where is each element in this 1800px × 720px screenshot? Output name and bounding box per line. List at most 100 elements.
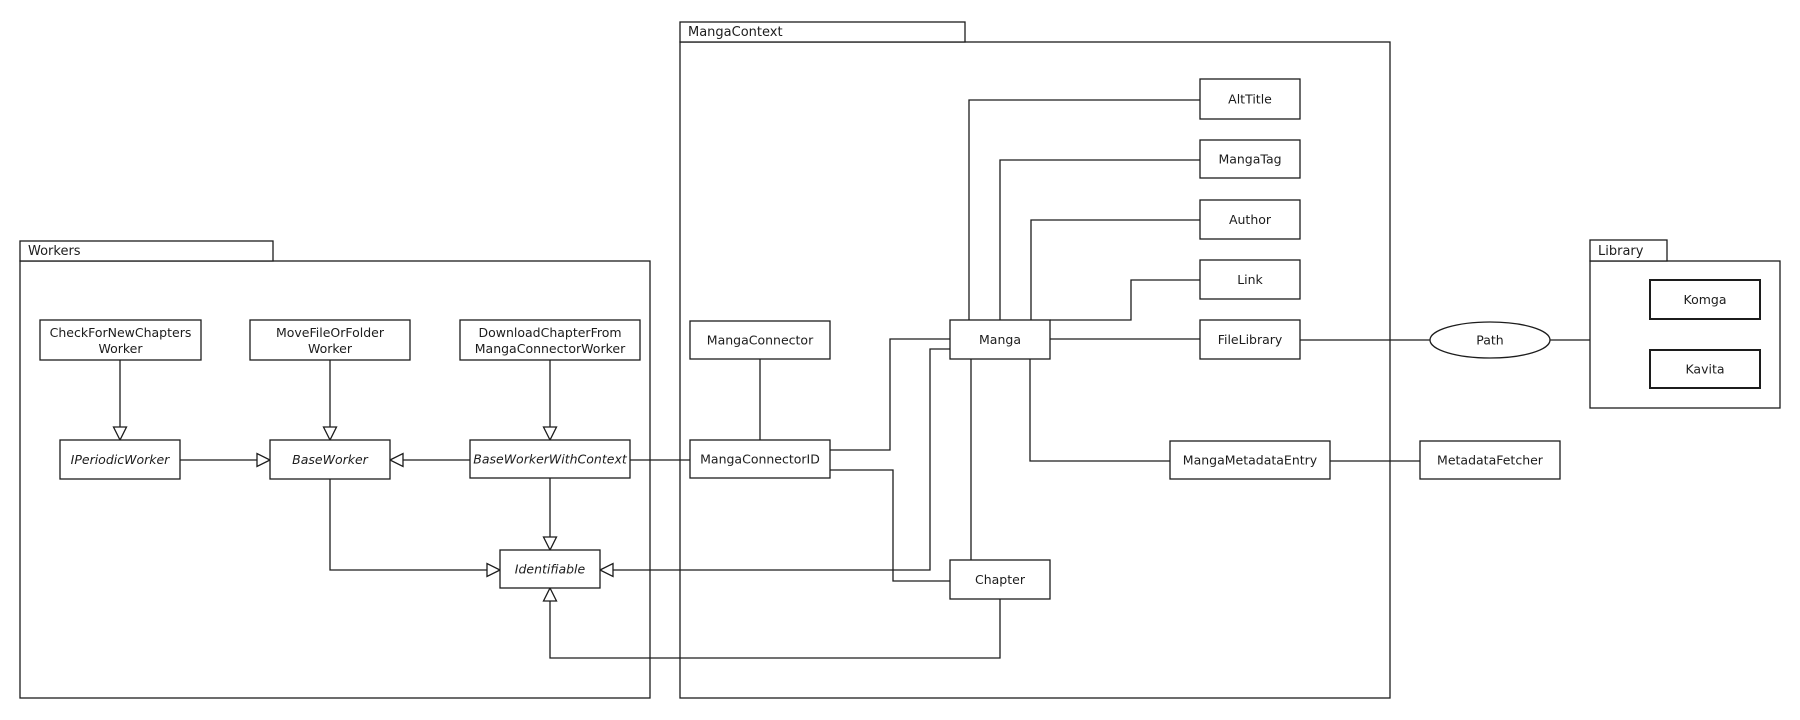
class-label-move-file-or-folder-worker-line-2: Worker (308, 341, 353, 356)
class-box-download-chapter-from-manga-connector-worker (459, 319, 641, 361)
ellipse-shape-path (1429, 321, 1551, 359)
edge-line (830, 469, 950, 582)
class-manga-metadata-entry: MangaMetadataEntry (1169, 440, 1331, 480)
class-label-download-chapter-from-manga-connector-worker-line-1: DownloadChapterFrom (478, 325, 621, 340)
class-label-author: Author (1229, 212, 1272, 227)
class-label-link: Link (1237, 272, 1263, 287)
class-label-manga-connector: MangaConnector (707, 333, 814, 348)
inheritance-arrowhead-icon (256, 452, 272, 468)
class-box-manga-tag (1199, 139, 1301, 179)
class-base-worker: BaseWorker (269, 439, 391, 480)
inheritance-arrowhead-icon (322, 426, 338, 442)
package-tab-library (1589, 239, 1668, 262)
package-tab-workers (19, 240, 274, 262)
class-manga-connector-id: MangaConnectorID (689, 439, 831, 479)
edge-line (968, 99, 1200, 320)
class-label-chapter: Chapter (975, 572, 1026, 587)
class-box-base-worker-with-context (469, 439, 631, 479)
class-label-alt-title: AltTitle (1228, 92, 1272, 107)
class-manga: Manga (949, 319, 1051, 360)
class-label-metadata-fetcher: MetadataFetcher (1437, 453, 1544, 468)
edge-manga--manga-metadata-entry (1029, 359, 1170, 462)
class-box-manga-metadata-entry (1169, 440, 1331, 480)
edge-manga--identifiable (598, 348, 950, 578)
class-box-base-worker (269, 439, 391, 480)
edge-base-worker-with-context--base-worker (388, 452, 470, 468)
edge-manga--link (1050, 279, 1200, 321)
class-identifiable: Identifiable (499, 549, 601, 589)
class-manga-tag: MangaTag (1199, 139, 1301, 179)
edge-move-file-or-folder-worker--base-worker (322, 360, 338, 442)
edge-line (830, 338, 950, 451)
class-label-file-library: FileLibrary (1218, 332, 1283, 347)
class-box-move-file-or-folder-worker (249, 319, 411, 361)
edge-line (999, 159, 1200, 320)
class-box-link (1199, 259, 1301, 300)
class-label-base-worker-with-context: BaseWorkerWithContext (473, 452, 628, 467)
inheritance-arrowhead-icon (486, 562, 502, 578)
class-box-author (1199, 199, 1301, 240)
class-label-manga: Manga (979, 332, 1021, 347)
edge-manga--alt-title (968, 99, 1200, 320)
class-box-manga-connector-id (689, 439, 831, 479)
edge-line (1030, 219, 1200, 320)
class-base-worker-with-context: BaseWorkerWithContext (469, 439, 631, 479)
class-link: Link (1199, 259, 1301, 300)
package-label-library: Library (1598, 244, 1644, 259)
edge-line (329, 479, 487, 571)
class-box-metadata-fetcher (1419, 440, 1561, 480)
class-box-chapter (949, 559, 1051, 600)
class-chapter: Chapter (949, 559, 1051, 600)
class-label-manga-metadata-entry: MangaMetadataEntry (1183, 453, 1318, 468)
edge-line (1029, 359, 1170, 462)
class-file-library: FileLibrary (1199, 319, 1301, 360)
class-metadata-fetcher: MetadataFetcher (1419, 440, 1561, 480)
class-label-move-file-or-folder-worker-line-1: MoveFileOrFolder (276, 325, 385, 340)
edge-line (1050, 279, 1200, 321)
class-author: Author (1199, 199, 1301, 240)
class-label-kavita: Kavita (1685, 362, 1724, 377)
class-komga: Komga (1649, 279, 1761, 320)
edge-manga--manga-connector-id (830, 338, 950, 451)
edge-download-chapter-from-manga-connector-worker--base-worker-with-context (542, 360, 558, 442)
inheritance-arrowhead-icon (112, 426, 128, 442)
class-box-check-for-new-chapters-worker (39, 319, 202, 361)
package-label-workers: Workers (28, 244, 81, 259)
class-label-check-for-new-chapters-worker-line-1: CheckForNewChapters (50, 325, 192, 340)
class-label-manga-connector-id: MangaConnectorID (700, 452, 820, 467)
edge-line (549, 599, 1001, 659)
class-label-komga: Komga (1684, 292, 1727, 307)
class-label-i-periodic-worker: IPeriodicWorker (71, 452, 171, 467)
edge-manga--author (1030, 219, 1200, 320)
class-box-kavita (1649, 349, 1761, 389)
class-i-periodic-worker: IPeriodicWorker (59, 439, 181, 480)
class-box-file-library (1199, 319, 1301, 360)
inheritance-arrowhead-icon (388, 452, 404, 468)
ellipse-label-path: Path (1476, 333, 1503, 348)
class-manga-connector: MangaConnector (689, 320, 831, 360)
edge-line (613, 348, 950, 571)
edge-base-worker-with-context--identifiable (542, 478, 558, 552)
inheritance-arrowhead-icon (542, 426, 558, 442)
inheritance-arrowhead-icon (598, 562, 614, 578)
class-box-manga (949, 319, 1051, 360)
edge-i-periodic-worker--base-worker (180, 452, 272, 468)
class-box-komga (1649, 279, 1761, 320)
edge-manga--manga-tag (999, 159, 1200, 320)
package-label-manga-context: MangaContext (688, 25, 783, 40)
inheritance-arrowhead-icon (542, 536, 558, 552)
class-kavita: Kavita (1649, 349, 1761, 389)
class-box-i-periodic-worker (59, 439, 181, 480)
class-alt-title: AltTitle (1199, 78, 1301, 120)
edge-check-for-new-chapters-worker--i-periodic-worker (112, 360, 128, 442)
ellipse-path: Path (1429, 321, 1551, 359)
edge-manga-connector-id--chapter (830, 469, 950, 582)
class-label-identifiable: Identifiable (515, 562, 586, 577)
class-label-check-for-new-chapters-worker-line-2: Worker (98, 341, 143, 356)
class-box-manga-connector (689, 320, 831, 360)
